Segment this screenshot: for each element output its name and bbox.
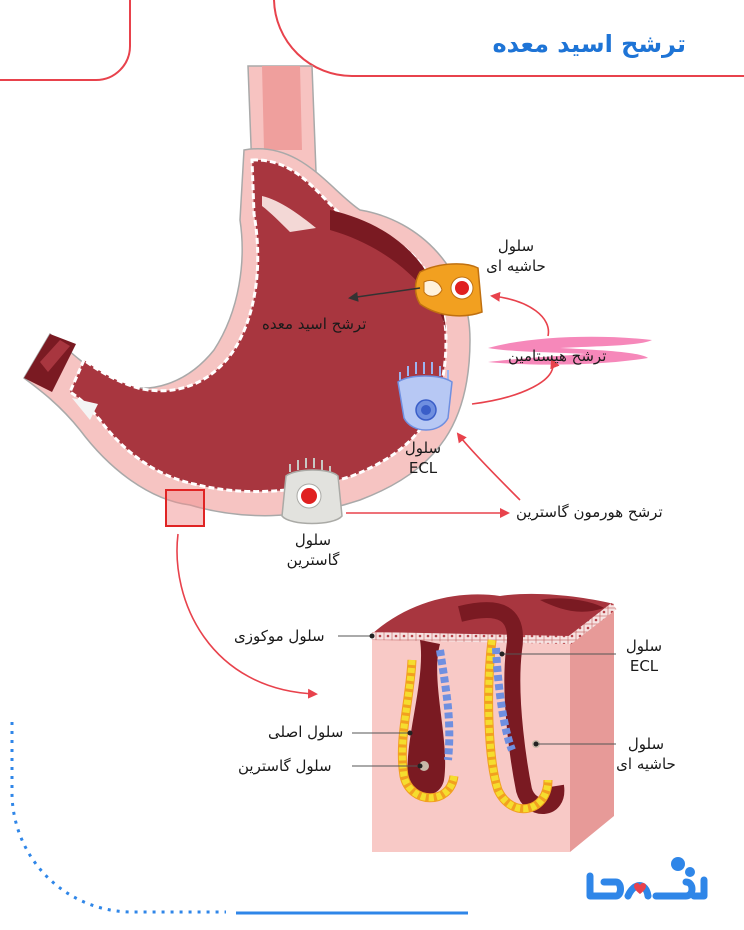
stomach-illustration [23,65,471,517]
ecl-cell-icon [397,362,453,431]
chief-cell-label: سلول اصلی [268,723,344,741]
gastric-acid-label: ترشح اسید معده [262,315,367,333]
parietal-cell-icon [414,263,483,317]
histamine-label: ترشح هیستامین [508,347,607,365]
page-title: ترشح اسید معده [492,30,686,58]
darmankade-logo-icon [586,857,708,900]
gastric-gland-block [371,593,617,852]
red-arrows [176,291,560,699]
gastrin-secretion-label: ترشح هورمون گاسترین [516,503,663,521]
acid-arrow [348,287,421,302]
leader-lines [338,635,616,767]
decorative-red-lines [0,0,744,81]
decorative-blue-lines [10,722,468,915]
gastrin-cell-gland-label: سلول گاسترین [238,757,332,775]
gastrin-cell-icon [281,458,343,525]
tissue-zoom-square [165,489,205,527]
histamine-brush-stroke [488,336,652,365]
mucous-cell-label: سلول موکوزی [234,627,325,645]
